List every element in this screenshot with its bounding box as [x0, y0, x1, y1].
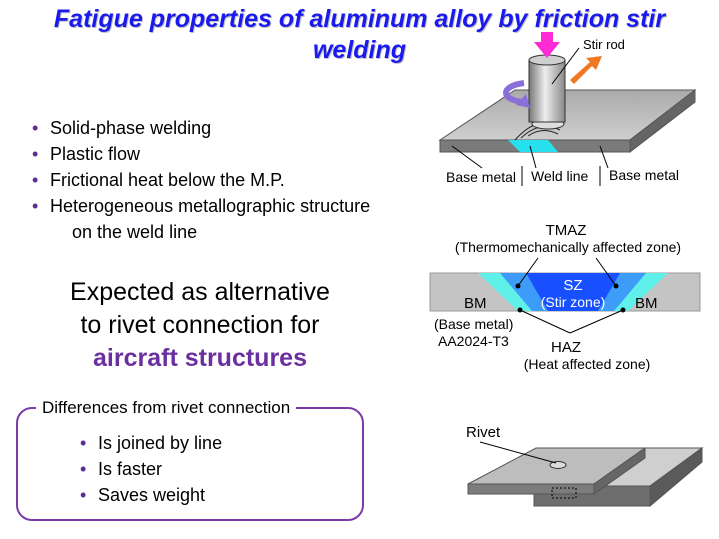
tmaz-leader: [517, 257, 539, 287]
haz-marker: [517, 307, 523, 313]
title-line-1: Fatigue properties of aluminum alloy by …: [53, 5, 666, 33]
feature-item: Plastic flow: [32, 141, 370, 167]
base-metal-left-label: Base metal: [446, 169, 516, 185]
sz-full-label: (Stir zone): [541, 294, 606, 310]
down-arrow-icon: [534, 32, 560, 58]
expected-line-2: to rivet connection for: [80, 311, 320, 339]
stir-rod-leader: [551, 47, 580, 85]
feature-item: Frictional heat below the M.P.: [32, 167, 370, 193]
fsw-diagram: Stir rod Base metal Weld line Base metal: [438, 32, 697, 186]
difference-item: Is joined by line: [80, 430, 222, 456]
travel-arrow-icon: [570, 56, 602, 84]
haz-leader: [569, 309, 624, 334]
plate-top: [438, 89, 697, 141]
rivet-head: [549, 461, 567, 469]
tmaz-leader: [595, 257, 617, 287]
sz-region: [526, 273, 620, 311]
differences-title: Differences from rivet connection: [36, 396, 297, 420]
rivet-leader: [479, 441, 557, 464]
leader-base-right: [599, 145, 609, 169]
slide-title: Fatigue properties of aluminum alloy by …: [0, 4, 719, 66]
lower-plate-side: [649, 447, 703, 508]
bm-right-label: BM: [635, 295, 658, 312]
stir-rod-label: Stir rod: [583, 37, 625, 52]
haz-full-label: (Heat affected zone): [524, 356, 651, 372]
expected-line-1: Expected as alternative: [70, 278, 330, 306]
haz-label: HAZ: [551, 339, 581, 356]
sz-label: SZ: [563, 277, 582, 294]
difference-item: Is faster: [80, 456, 222, 482]
base-metal-right-label: Base metal: [609, 167, 679, 183]
tmaz-marker: [515, 283, 521, 289]
leader-weld-line: [529, 145, 537, 169]
expected-statement: Expected as alternative to rivet connect…: [40, 276, 360, 375]
feature-continuation: on the weld line: [72, 222, 198, 242]
zone-diagram: TMAZ (Thermomechanically affected zone) …: [429, 222, 701, 372]
weld-line-label: Weld line: [531, 168, 589, 184]
leader-base-left: [451, 145, 483, 169]
rotation-arrow-icon: [503, 80, 525, 105]
stir-rod: [528, 59, 566, 123]
rivet-label: Rivet: [466, 424, 501, 441]
bm-left-label: BM: [464, 295, 487, 312]
feature-item: Solid-phase welding: [32, 115, 370, 141]
differences-list: Is joined by line Is faster Saves weight: [80, 430, 222, 508]
feature-item: Heterogeneous metallographic structure on…: [32, 193, 370, 245]
title-line-2: welding: [312, 36, 407, 64]
tmaz-marker: [613, 283, 619, 289]
tmaz-label: TMAZ: [546, 222, 587, 239]
expected-line-3: aircraft structures: [93, 344, 307, 372]
upper-plate-front: [467, 483, 595, 495]
weld-zone: [508, 140, 558, 152]
haz-marker: [620, 307, 626, 313]
plate-side: [629, 88, 696, 154]
rivet-shank-hidden: [551, 487, 577, 499]
tmaz-full-label: (Thermomechanically affected zone): [455, 239, 681, 255]
upper-plate-side: [593, 447, 646, 495]
feature-text: Heterogeneous metallographic structure: [50, 196, 371, 216]
alloy-label: AA2024-T3: [438, 333, 509, 349]
difference-item: Saves weight: [80, 482, 222, 508]
feature-list: Solid-phase welding Plastic flow Frictio…: [32, 115, 370, 245]
rivet-diagram: Rivet: [466, 424, 704, 508]
bm-full-label: (Base metal): [434, 316, 513, 332]
haz-leader: [519, 309, 571, 334]
rotation-arrowhead-icon: [516, 94, 530, 108]
